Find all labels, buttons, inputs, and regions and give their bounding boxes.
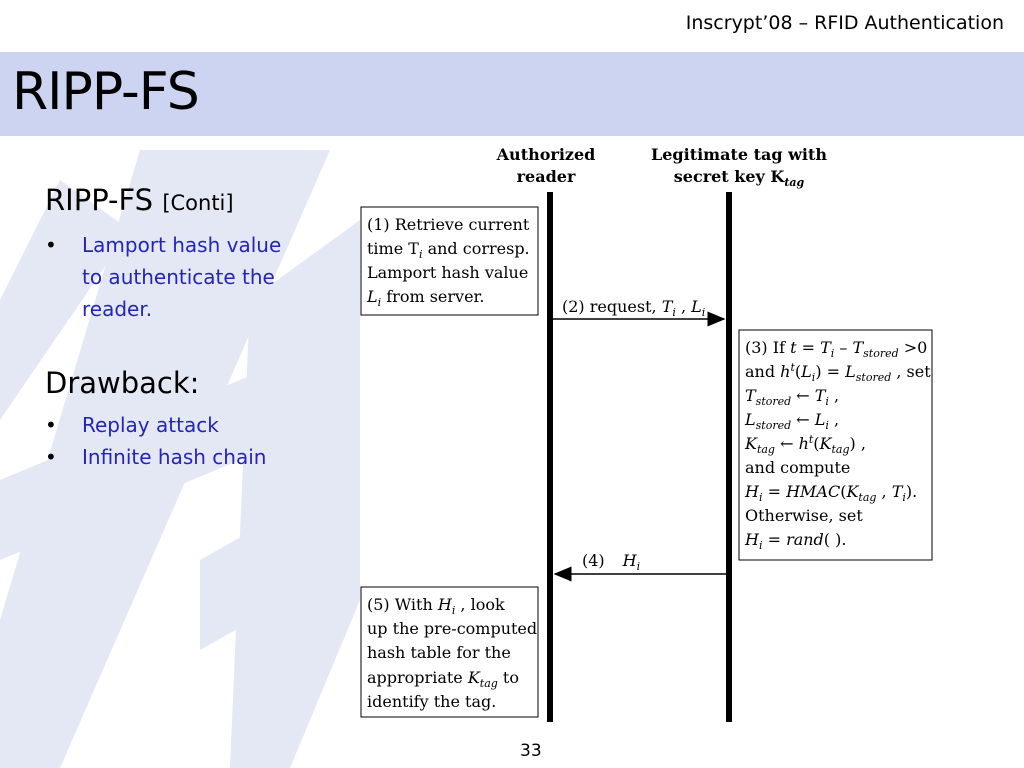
step5-line3: hash table for the xyxy=(367,643,511,662)
step1-line3: Lamport hash value xyxy=(367,263,528,282)
drawback-item: • Replay attack xyxy=(45,409,345,441)
title-band: RIPP-FS xyxy=(0,52,1024,136)
step5-line1: (5) With Hi , look xyxy=(367,595,505,617)
step1-line1: (1) Retrieve current xyxy=(367,215,530,234)
drawback-heading: Drawback: xyxy=(45,366,200,400)
protocol-diagram: Authorized reader Legitimate tag with se… xyxy=(360,145,933,722)
reader-label-line2: reader xyxy=(517,167,576,186)
bullet-continuation: to authenticate the xyxy=(45,261,345,293)
section-heading-sub: [Conti] xyxy=(162,191,234,215)
bullet-continuation: reader. xyxy=(45,293,345,325)
step3-line8: Otherwise, set xyxy=(745,506,863,525)
step5-line5: identify the tag. xyxy=(367,692,496,711)
step3-line2: and ht(Li) = Lstored , set xyxy=(745,361,931,384)
drawback-text: Replay attack xyxy=(82,413,219,437)
slide-title: RIPP-FS xyxy=(12,62,200,122)
drawback-text: Infinite hash chain xyxy=(82,445,267,469)
step3-line5: Ktag ← ht(Ktag) , xyxy=(744,433,866,456)
step3-line6: and compute xyxy=(745,458,850,477)
bullet-dot: • xyxy=(45,233,57,257)
page-number: 33 xyxy=(520,741,542,761)
section-heading: RIPP-FS [Conti] xyxy=(45,180,345,223)
arrow4-label: (4)Hi xyxy=(582,551,640,573)
step3-line3: Tstored ← Ti , xyxy=(745,386,839,408)
arrow2-label: (2) request, Ti , Li xyxy=(562,297,705,319)
tag-label-line2: secret key Ktag xyxy=(674,167,805,189)
step5-box xyxy=(360,586,539,718)
section-heading-text: RIPP-FS xyxy=(45,183,154,217)
bullet-list: •Lamport hash value to authenticate the … xyxy=(45,229,345,325)
bullet-text: Lamport hash value xyxy=(82,233,282,257)
left-content: RIPP-FS [Conti] • Lamport hash value to a… xyxy=(45,180,345,473)
drawback-item: • Infinite hash chain xyxy=(45,441,345,473)
step1-line2: time Ti and corresp. xyxy=(367,239,530,261)
step5-line4: appropriate Ktag to xyxy=(367,668,519,690)
slide-header: Inscrypt’08 – RFID Authentication xyxy=(685,12,1004,34)
step1-box xyxy=(360,206,539,316)
bullet-dot: • xyxy=(45,413,57,437)
bullet-text: to authenticate the xyxy=(82,265,275,289)
step5-line2: up the pre-computed xyxy=(367,619,537,638)
step3-line7: Hi = HMAC(Ktag , Ti). xyxy=(744,482,917,504)
step1-line4: Li from server. xyxy=(366,287,485,309)
bullet-text: reader. xyxy=(82,297,153,321)
reader-label-line1: Authorized xyxy=(496,145,596,164)
step3-line9: Hi = rand( ). xyxy=(744,530,846,552)
bullet-item: • Lamport hash value xyxy=(45,229,345,261)
step3-line1: (3) If t = Ti – Tstored >0 xyxy=(745,338,927,360)
tag-label-line1: Legitimate tag with xyxy=(651,145,827,164)
bullet-dot: • xyxy=(45,445,57,469)
step3-line4: Lstored ← Li , xyxy=(744,410,839,432)
drawback-list: • Replay attack • Infinite hash chain xyxy=(45,409,345,473)
step3-box xyxy=(738,329,933,561)
